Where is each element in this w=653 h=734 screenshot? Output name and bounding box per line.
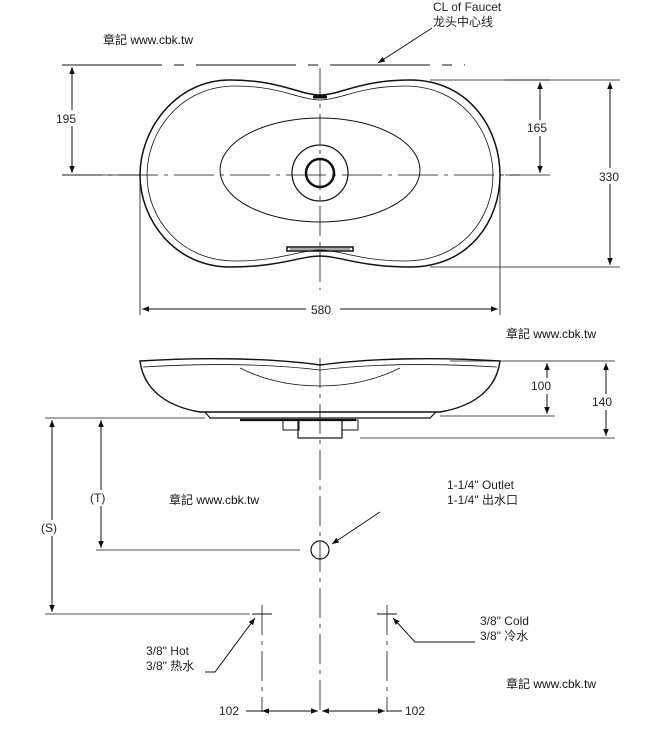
side-view-labels: 100 140 (T) (S) 1-1/4" Outlet 1-1/4" 出水口… [38, 378, 624, 718]
faucet-label-zh: 龙头中心线 [433, 14, 493, 29]
basin-foot [204, 411, 437, 419]
dim-580-label: 580 [311, 303, 331, 317]
dim-102-left-label: 102 [219, 704, 239, 718]
faucet-label-leader [377, 27, 433, 64]
dim-330-label: 330 [599, 170, 619, 184]
dim-165-label: 165 [527, 121, 547, 135]
cold-label-en: 3/8" Cold [480, 614, 529, 628]
hot-label-zh: 3/8" 热水 [146, 659, 194, 673]
overflow-slot [286, 246, 354, 252]
top-view [62, 27, 620, 315]
watermark-mid-left: 章記 www.cbk.tw [169, 492, 259, 507]
dim-140-label: 140 [592, 395, 612, 409]
dim-102-right-label: 102 [405, 704, 425, 718]
outlet-label-en: 1-1/4" Outlet [447, 478, 515, 492]
basin-outer-outline [139, 79, 501, 268]
outlet-leader [331, 511, 381, 545]
faucet-label-en: CL of Faucet [433, 0, 502, 14]
basin-side-profile [139, 357, 501, 413]
drain-inner [304, 157, 336, 189]
cold-label-zh: 3/8" 冷水 [480, 629, 528, 643]
basin-inner-rim [146, 85, 494, 262]
outlet-circle [310, 540, 330, 560]
side-view [45, 357, 615, 714]
top-view-labels: CL of Faucet 龙头中心线 195 165 330 580 章記 ww… [50, 0, 629, 341]
bowl-ellipse [219, 117, 421, 223]
hot-label-en: 3/8" Hot [146, 644, 190, 658]
dim-T-label: (T) [90, 491, 105, 505]
drain-body [282, 419, 300, 431]
dim-100-label: 100 [531, 379, 551, 393]
watermark-mid-right: 章記 www.cbk.tw [506, 326, 596, 341]
dim-195-label: 195 [56, 112, 76, 126]
drain-outer [291, 144, 349, 202]
watermark-top-left: 章記 www.cbk.tw [103, 32, 193, 47]
hot-leader [205, 617, 256, 673]
dim-S-label: (S) [41, 521, 57, 535]
cold-leader [392, 617, 475, 643]
watermark-bottom-right: 章記 www.cbk.tw [506, 676, 596, 691]
outlet-label-zh: 1-1/4" 出水口 [447, 493, 518, 507]
